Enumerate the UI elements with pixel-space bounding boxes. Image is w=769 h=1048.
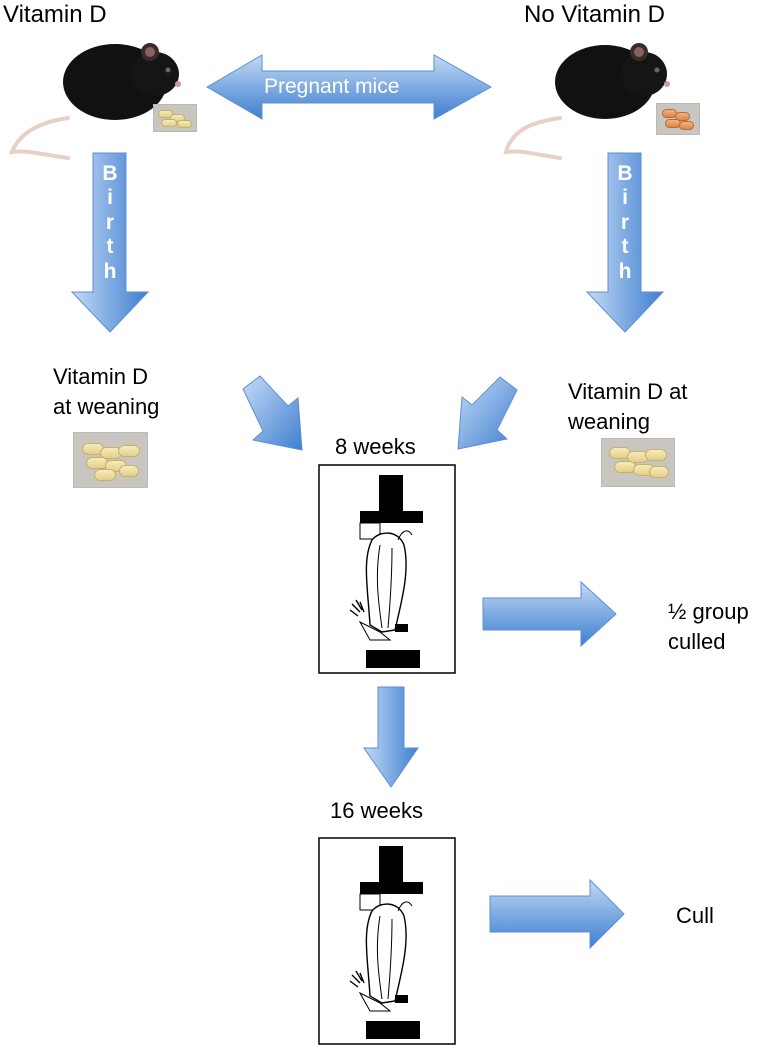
right-birth-arrow xyxy=(585,152,665,333)
birth-letter: t xyxy=(106,235,114,258)
vitamin-d-group-title: Vitamin D xyxy=(3,1,107,28)
birth-letter: i xyxy=(107,186,113,209)
right-diagonal-arrow xyxy=(457,376,518,450)
right-top-pellets-icon xyxy=(656,103,700,135)
left-top-pellets-icon xyxy=(153,104,197,132)
no-vitamin-d-group-title: No Vitamin D xyxy=(524,1,665,28)
cull-label: Cull xyxy=(676,903,714,928)
birth-letter: B xyxy=(102,162,118,185)
birth-letter: r xyxy=(105,211,115,234)
birth-letter: t xyxy=(621,235,629,258)
right-mouse-icon xyxy=(503,43,670,160)
birth-letter: h xyxy=(103,260,117,283)
right-weaning-label-line1: Vitamin D at xyxy=(568,379,688,404)
arrow-to-cull xyxy=(489,878,625,950)
left-weaning-label-line1: Vitamin D xyxy=(53,364,148,389)
muscle-test-rig-8-weeks xyxy=(318,464,456,674)
timepoint-16-weeks: 16 weeks xyxy=(330,798,423,823)
birth-letter: i xyxy=(622,186,628,209)
birth-letter: B xyxy=(617,162,633,185)
birth-letter: r xyxy=(620,211,630,234)
half-group-culled-line2: culled xyxy=(668,629,726,654)
timepoint-8-weeks: 8 weeks xyxy=(335,434,416,459)
left-birth-arrow xyxy=(70,152,150,333)
birth-letter: h xyxy=(618,260,632,283)
arrow-to-half-culled xyxy=(482,580,617,648)
left-mouse-icon xyxy=(8,43,181,160)
left-diagonal-arrow xyxy=(242,375,303,451)
right-weaning-label-line2: weaning xyxy=(568,409,650,434)
muscle-test-rig-16-weeks xyxy=(318,837,456,1045)
left-weaning-pellets-icon xyxy=(73,432,148,488)
half-group-culled-line1: ½ group xyxy=(668,599,749,624)
arrow-8-to-16-weeks xyxy=(363,686,419,788)
right-weaning-pellets-icon xyxy=(601,438,675,487)
pregnant-mice-double-arrow xyxy=(206,54,493,120)
left-weaning-label-line2: at weaning xyxy=(53,394,160,419)
pregnant-mice-label: Pregnant mice xyxy=(264,75,400,98)
